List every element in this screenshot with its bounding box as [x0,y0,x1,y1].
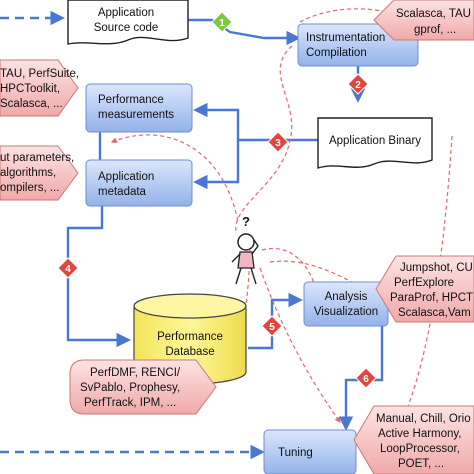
measure-tools-line-1: TAU, PerfSuite, [0,68,79,80]
perf-database-line-2: Database [165,346,214,358]
tag-shape [375,255,474,323]
vis-tools-tag: Jumpshot, CU PerfExplore ParaProf, HPCT … [375,255,474,323]
perf-measurements-box: Performance measurements [85,83,193,133]
tuning-tools-line-2: Active Harmony, [378,428,462,440]
tag-shape [0,59,79,117]
perf-database-line-1: Performance [157,331,223,343]
step-6-label: 6 [363,374,369,385]
metadata-items-line-2: algorithms, [0,167,56,179]
document-shape [317,117,433,169]
cylinder-top [133,293,247,319]
app-binary-doc: Application Binary [317,117,433,169]
diamond-shape [211,11,233,33]
step-1-label: 1 [219,18,225,29]
dashed-source-to-instr-tag [299,8,387,23]
step-4-label: 4 [65,264,71,275]
step-5-label: 5 [269,322,275,333]
tuning-box: Tuning [263,429,357,474]
app-metadata-box: Application metadata [85,159,193,207]
app-metadata-line-1: Application [98,171,154,183]
question-mark: ? [242,214,250,229]
app-binary-label: Application Binary [329,135,421,147]
tag-shape [0,145,79,201]
perf-measurements-line-1: Performance [98,94,164,106]
tuning-tools-tag: Manual, Chill, Orio Active Harmony, Loop… [353,405,474,474]
measure-tools-line-3: Scalasca, ... [0,98,63,110]
vis-tools-line-3: ParaProf, HPCT [390,292,473,304]
tuning-tools-line-3: LoopProcessor, [380,443,460,455]
app-source-line-2: Source code [94,22,159,34]
analysis-vis-line-1: Analysis [325,291,368,303]
tag-shape [69,359,217,415]
vis-tools-line-1: Jumpshot, CU [400,262,473,274]
metadata-items-tag: ut parameters, algorithms, ompilers, ... [0,145,79,201]
step-3-label: 3 [275,138,281,149]
db-tools-tag: PerfDMF, RENCI/ SvPablo, Prophesy, PerfT… [69,359,217,415]
step-6-diamond: 6 [355,367,377,389]
connector-source-to-instrumentation [188,18,301,46]
dashed-right-side [403,135,453,418]
diamond-shape [355,367,377,389]
step-3-diamond: 3 [267,131,289,153]
step-4-diamond: 4 [57,257,79,279]
app-source-doc: Application Source code [67,0,189,45]
dashed-top-loop [235,45,293,233]
tuning-tools-line-4: POET, ... [398,458,444,470]
diamond-shape [57,257,79,279]
person-legs [235,267,257,285]
dashed-left-to-figure [110,134,239,223]
person-head [237,233,255,251]
person-body [237,251,255,269]
instr-tools-line-1: Scalasca, TAU [396,8,471,20]
instrumentation-line-2: Compilation [306,47,367,59]
analysis-vis-line-2: Visualization [314,306,378,318]
connector-binary-to-metadata [193,140,240,190]
db-tools-line-3: PerfTrack, IPM, ... [84,397,176,409]
instrumentation-line-1: Instrumentation [306,32,385,44]
tag-shape [373,0,474,41]
perf-measurements-line-2: measurements [98,109,174,121]
step-5-diamond: 5 [261,315,283,337]
measure-tools-tag: TAU, PerfSuite, HPCToolkit, Scalasca, ..… [0,59,79,117]
dashed-connectors [110,8,453,423]
app-metadata-line-2: metadata [98,186,147,198]
instr-tools-line-2: gprof, ... [414,24,456,36]
thinking-person-icon: ? [231,214,259,285]
connector-binary-to-measurements [193,102,318,142]
vis-tools-line-2: PerfExplore [394,277,454,289]
dashed-figure-down-right [259,267,341,423]
app-source-line-1: Application [98,7,154,19]
step-2-diamond: 2 [347,73,369,95]
tuning-label: Tuning [278,447,313,459]
person-arms [231,239,259,263]
connector-metadata-to-database [66,205,131,348]
instr-tools-tag: Scalasca, TAU gprof, ... [373,0,474,41]
diamond-shape [267,131,289,153]
measure-tools-line-2: HPCToolkit, [0,83,60,95]
db-tools-line-2: SvPablo, Prophesy, [80,382,180,394]
metadata-items-line-3: ompilers, ... [0,182,59,194]
tag-shape [353,405,474,474]
step-2-label: 2 [355,80,361,91]
document-shape [67,0,189,45]
analysis-vis-box: Analysis Visualization [303,281,389,327]
step-1-diamond: 1 [211,11,233,33]
db-tools-line-1: PerfDMF, RENCI/ [90,367,181,379]
diamond-shape [261,315,283,337]
vis-tools-line-4: Scalasca,Vam [398,307,471,319]
tuning-tools-line-1: Manual, Chill, Orio [376,413,471,425]
diamond-shape [347,73,369,95]
metadata-items-line-1: ut parameters, [0,152,74,164]
